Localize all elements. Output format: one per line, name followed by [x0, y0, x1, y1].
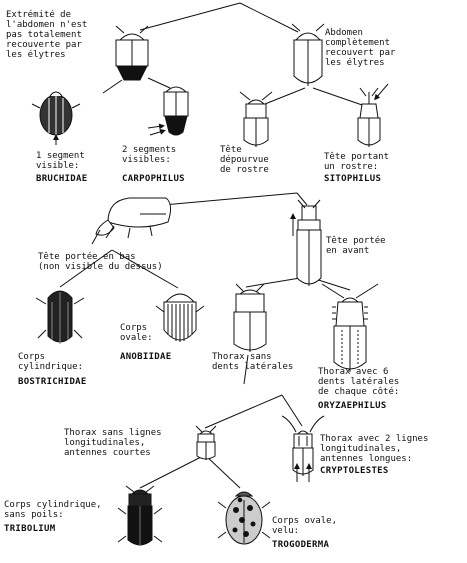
taxon-oryzaephilus: ORYZAEPHILUS — [318, 401, 387, 411]
taxon-anobiidae: ANOBIIDAE — [120, 352, 172, 362]
label-abdomen-not-covered: Extrémité de l'abdomen n'est pas totalem… — [6, 10, 88, 60]
label-head-forward: Tête portée en avant — [326, 236, 386, 256]
taxon-sitophilus: SITOPHILUS — [324, 174, 382, 184]
beetle-no-rostrum-icon — [239, 91, 273, 147]
oryzaephilus-beetle-icon — [321, 283, 379, 372]
trogoderma-beetle-icon — [217, 491, 271, 545]
beetle-elongated-icon — [290, 199, 322, 286]
label-head-without-rostrum: Tête dépourvue de rostre — [220, 145, 269, 175]
taxon-cryptolestes: CRYPTOLESTES — [320, 466, 389, 476]
taxon-bruchidae: BRUCHIDAE — [36, 174, 88, 184]
label-head-with-rostrum: Tête portant un rostre: — [324, 152, 390, 172]
label-thorax-6-teeth: Thorax avec 6 dents latérales de chaque … — [318, 367, 400, 397]
carpophilus-beetle-icon — [147, 86, 189, 136]
anobiidae-beetle-icon — [155, 293, 205, 342]
taxon-tribolium: TRIBOLIUM — [4, 524, 56, 534]
beetle-top-right-icon — [291, 23, 325, 86]
label-head-down: Tête portée en bas (non visible du dessu… — [38, 252, 163, 272]
label-thorax-no-lines: Thorax sans lignes longitudinales, anten… — [64, 428, 162, 458]
label-abdomen-covered: Abdomen complètement recouvert par les é… — [325, 28, 396, 68]
tribolium-beetle-icon — [117, 485, 163, 546]
bostrichidae-beetle-icon — [35, 290, 85, 344]
cryptolestes-beetle-icon — [281, 415, 325, 482]
beetle-side-view-icon — [91, 197, 172, 245]
taxon-bostrichidae: BOSTRICHIDAE — [18, 377, 87, 387]
label-body-oval-hairy: Corps ovale, velu: — [272, 516, 338, 536]
bruchidae-beetle-icon — [31, 91, 81, 145]
beetle-rostrum-icon — [357, 83, 389, 147]
label-body-cylindrical-hairless: Corps cylindrique, sans poils: — [4, 500, 102, 520]
beetle-no-lines-icon — [195, 425, 217, 460]
label-thorax-no-teeth: Thorax sans dents latérales — [212, 352, 294, 372]
beetle-top-left-icon — [115, 25, 149, 81]
label-body-cylindrical: Corps cylindrique: — [18, 352, 84, 372]
taxon-carpophilus: CARPOPHILUS — [122, 174, 185, 184]
label-thorax-2-lines: Thorax avec 2 lignes longitudinales, ant… — [320, 434, 429, 464]
label-two-segments: 2 segments visibles: — [122, 145, 177, 165]
label-one-segment: 1 segment visible: — [36, 151, 85, 171]
thorax-no-teeth-beetle-icon — [233, 283, 267, 352]
label-body-oval: Corps ovale: — [120, 323, 153, 343]
taxon-trogoderma: TROGODERMA — [272, 540, 330, 550]
